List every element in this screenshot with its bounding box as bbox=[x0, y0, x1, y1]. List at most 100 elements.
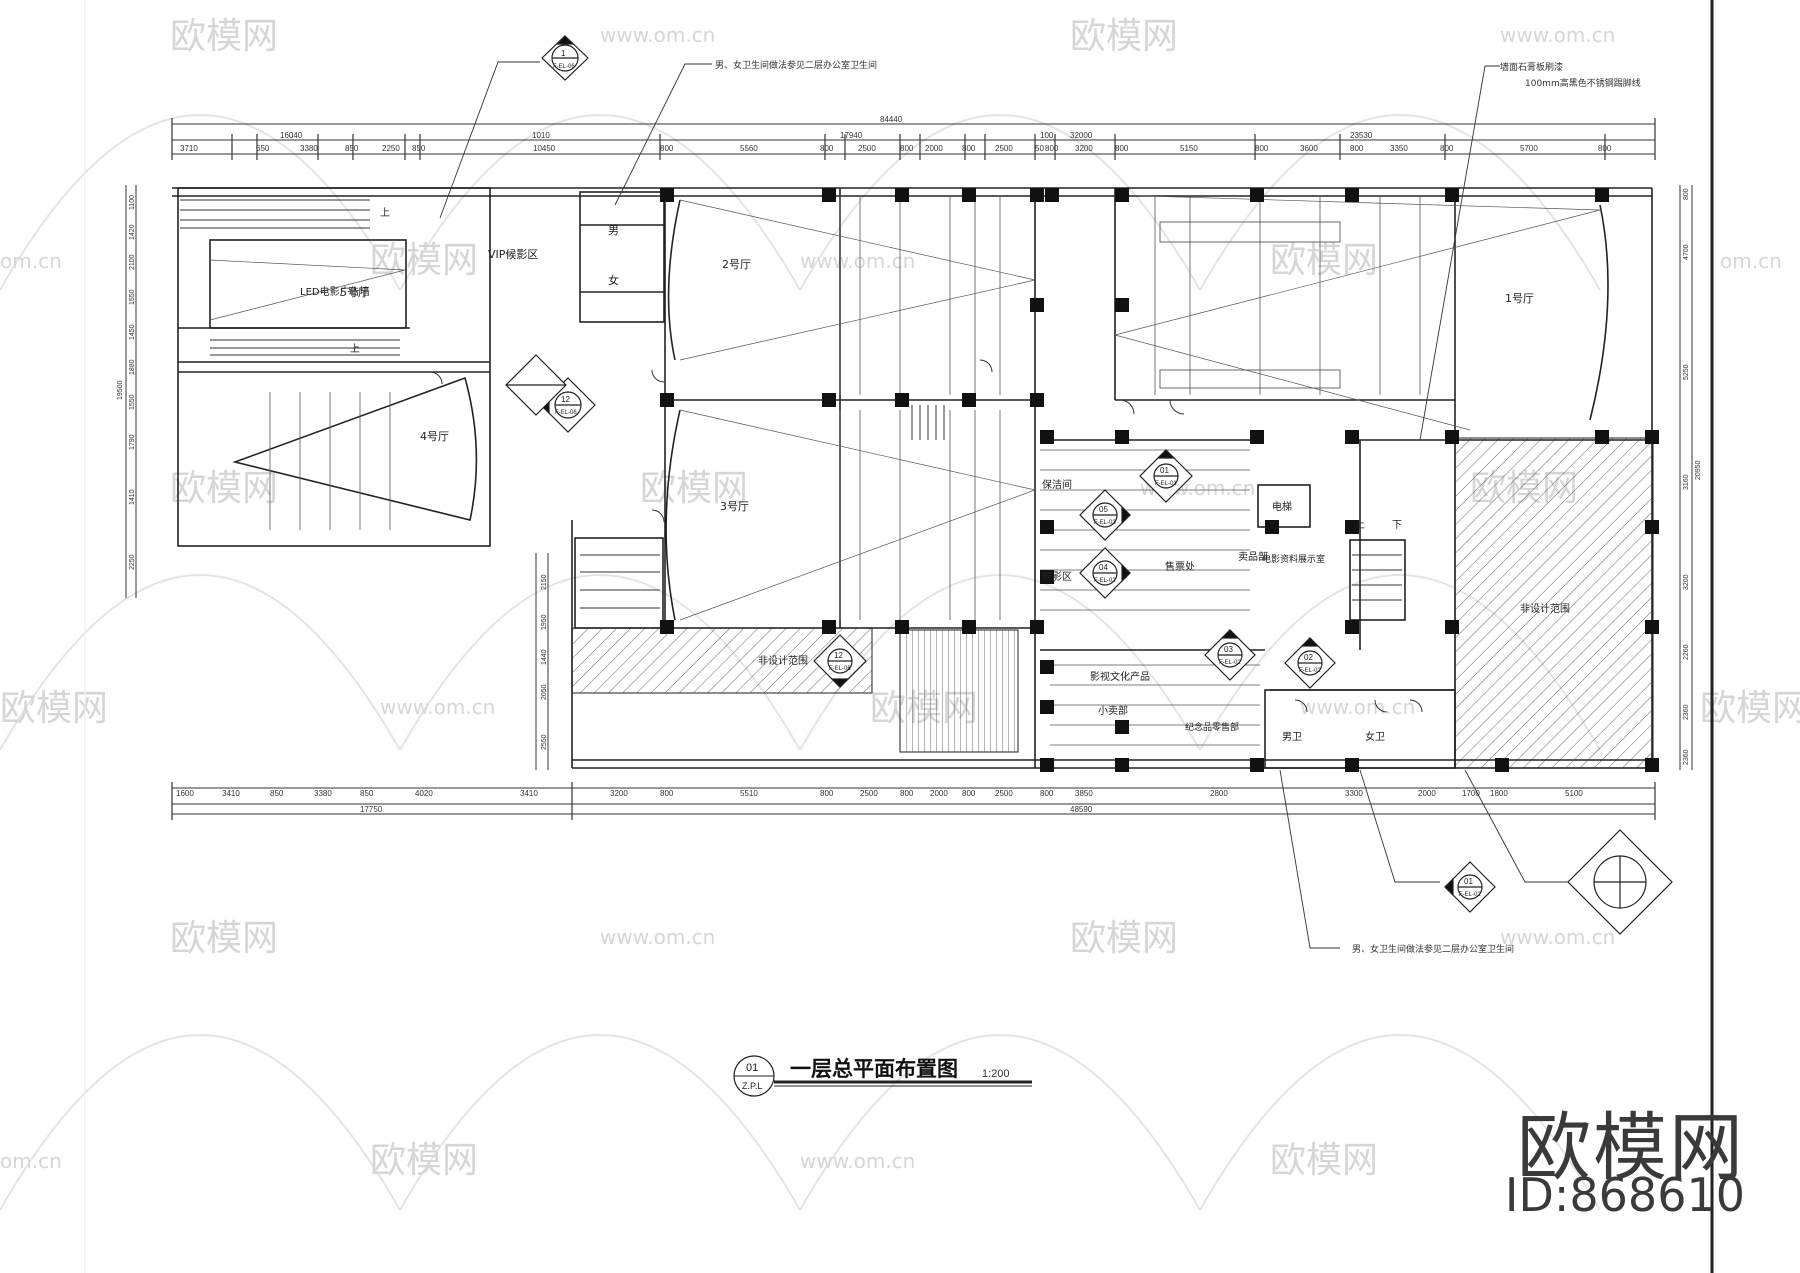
svg-text:F-EL-03: F-EL-03 bbox=[1094, 520, 1116, 526]
svg-text:12: 12 bbox=[834, 651, 843, 660]
svg-text:1: 1 bbox=[561, 49, 566, 58]
svg-text:800: 800 bbox=[1040, 789, 1054, 798]
svg-text:2360: 2360 bbox=[1683, 749, 1690, 765]
svg-text:F-EL-02: F-EL-02 bbox=[1299, 668, 1321, 674]
svg-text:1450: 1450 bbox=[129, 324, 136, 340]
svg-text:03: 03 bbox=[1224, 645, 1233, 654]
watermark-url: www.om.cn bbox=[1300, 695, 1415, 719]
notes: 男、女卫生间做法参见二层办公室卫生间 墙面石膏板刷漆 100mm高黑色不锈钢踢脚… bbox=[715, 59, 1641, 955]
watermark-brand: 欧模网 bbox=[1700, 688, 1800, 729]
watermark-brand: 欧模网 bbox=[0, 688, 108, 729]
svg-text:3410: 3410 bbox=[222, 789, 240, 798]
elevation-marker: 12 F-EL-06 bbox=[813, 634, 867, 688]
svg-text:F-EL-06: F-EL-06 bbox=[555, 410, 577, 416]
label-waiting: 候影区 bbox=[1042, 570, 1072, 583]
svg-text:4020: 4020 bbox=[415, 789, 433, 798]
svg-text:04: 04 bbox=[1099, 563, 1108, 572]
note-toilet-1: 男、女卫生间做法参见二层办公室卫生间 bbox=[715, 59, 877, 71]
watermark-url: www.om.cn bbox=[600, 23, 715, 47]
svg-text:2000: 2000 bbox=[930, 789, 948, 798]
title-marker-bottom: Z.P.L bbox=[742, 1081, 762, 1091]
svg-text:5700: 5700 bbox=[1520, 144, 1538, 153]
label-toilet-m: 男 bbox=[608, 224, 619, 237]
svg-text:3200: 3200 bbox=[1683, 574, 1690, 590]
svg-text:2250: 2250 bbox=[382, 144, 400, 153]
label-non-design-2: 非设计范围 bbox=[1520, 602, 1570, 615]
svg-text:850: 850 bbox=[360, 789, 374, 798]
label-hall-3: 3号厅 bbox=[720, 500, 749, 513]
hatched-areas bbox=[571, 437, 1654, 769]
watermark-url: www.om.cn bbox=[1500, 23, 1615, 47]
dim-top-group: 23530 bbox=[1350, 131, 1373, 140]
svg-text:800: 800 bbox=[1045, 144, 1059, 153]
dimension-labels-top: 84440 16040 1010 17940 100 32000 23530 3… bbox=[180, 115, 1612, 153]
svg-text:4700: 4700 bbox=[1683, 244, 1690, 260]
svg-text:800: 800 bbox=[1683, 188, 1690, 200]
dim-top-group: 100 bbox=[1040, 131, 1054, 140]
svg-text:3160: 3160 bbox=[1683, 474, 1690, 490]
svg-text:1550: 1550 bbox=[129, 289, 136, 305]
label-down: 下 bbox=[1392, 520, 1402, 531]
svg-text:F-EL-06: F-EL-06 bbox=[553, 64, 575, 70]
drawing-scale: 1:200 bbox=[982, 1068, 1010, 1080]
watermark-arcs bbox=[0, 114, 1601, 1211]
watermark-brand: 欧模网 bbox=[370, 1140, 478, 1181]
svg-text:1440: 1440 bbox=[541, 649, 548, 665]
svg-text:1100: 1100 bbox=[129, 195, 136, 210]
label-hall-5: 5号厅 bbox=[340, 286, 369, 299]
svg-text:800: 800 bbox=[962, 789, 976, 798]
label-cleaning: 保洁间 bbox=[1042, 478, 1072, 491]
svg-text:3850: 3850 bbox=[1075, 789, 1093, 798]
watermark-brand: 欧模网 bbox=[170, 16, 278, 57]
watermark-url: om.cn bbox=[0, 249, 62, 273]
svg-text:F-EL-02: F-EL-02 bbox=[1219, 660, 1241, 666]
label-snack: 卖品部 bbox=[1238, 550, 1268, 563]
drawing-title: 一层总平面布置图 bbox=[790, 1057, 958, 1081]
svg-text:800: 800 bbox=[1440, 144, 1454, 153]
svg-text:800: 800 bbox=[820, 789, 834, 798]
svg-text:800: 800 bbox=[660, 144, 674, 153]
svg-text:2100: 2100 bbox=[129, 254, 136, 270]
svg-text:F-EL-02: F-EL-02 bbox=[1459, 892, 1481, 898]
svg-text:2500: 2500 bbox=[995, 144, 1013, 153]
note-wall: 墙面石膏板刷漆 bbox=[1500, 61, 1563, 73]
dim-top-group: 16040 bbox=[280, 131, 303, 140]
dim-top-group: 1010 bbox=[532, 131, 550, 140]
svg-text:50: 50 bbox=[1035, 144, 1044, 153]
hall-seating bbox=[269, 195, 1421, 620]
watermark-brand: 欧模网 bbox=[1270, 1140, 1378, 1181]
watermark-brand: 欧模网 bbox=[1070, 918, 1178, 959]
svg-text:800: 800 bbox=[1255, 144, 1269, 153]
svg-text:2500: 2500 bbox=[860, 789, 878, 798]
svg-text:650: 650 bbox=[256, 144, 270, 153]
dim-bottom-overall: 48590 bbox=[1070, 805, 1093, 814]
svg-text:2500: 2500 bbox=[995, 789, 1013, 798]
svg-text:05: 05 bbox=[1099, 505, 1108, 514]
svg-text:800: 800 bbox=[1115, 144, 1129, 153]
watermark-brand: 欧模网 bbox=[170, 468, 278, 509]
svg-text:F-EL-01: F-EL-01 bbox=[1155, 481, 1177, 487]
svg-text:3710: 3710 bbox=[180, 144, 198, 153]
svg-text:800: 800 bbox=[962, 144, 976, 153]
watermark-brand: 欧模网 bbox=[170, 918, 278, 959]
label-hall-4: 4号厅 bbox=[420, 430, 449, 443]
drawing-title-block: 01 Z.P.L 一层总平面布置图 1:200 bbox=[732, 1046, 1032, 1111]
svg-text:F-EL-06: F-EL-06 bbox=[829, 666, 851, 672]
svg-text:5100: 5100 bbox=[1565, 789, 1583, 798]
svg-text:1600: 1600 bbox=[176, 789, 194, 798]
elevation-marker: 05 F-EL-03 bbox=[1079, 489, 1131, 541]
elevation-marker: 03 F-EL-02 bbox=[1204, 629, 1256, 681]
svg-text:02: 02 bbox=[1304, 653, 1313, 662]
dim-right-overall: 20950 bbox=[1695, 460, 1702, 480]
label-toilet-m-2: 男卫 bbox=[1282, 731, 1302, 743]
non-design-area-right bbox=[1454, 437, 1654, 769]
label-led: LED电影广告墙 bbox=[300, 285, 370, 298]
label-kiosk: 小卖部 bbox=[1098, 704, 1128, 717]
doors bbox=[429, 359, 1423, 713]
watermark-brand: 欧模网 bbox=[1270, 240, 1378, 281]
svg-text:800: 800 bbox=[1598, 144, 1612, 153]
label-non-design-1: 非设计范围 bbox=[758, 654, 808, 667]
label-hall-2: 2号厅 bbox=[722, 258, 751, 271]
svg-text:F-EL-02: F-EL-02 bbox=[1094, 578, 1116, 584]
